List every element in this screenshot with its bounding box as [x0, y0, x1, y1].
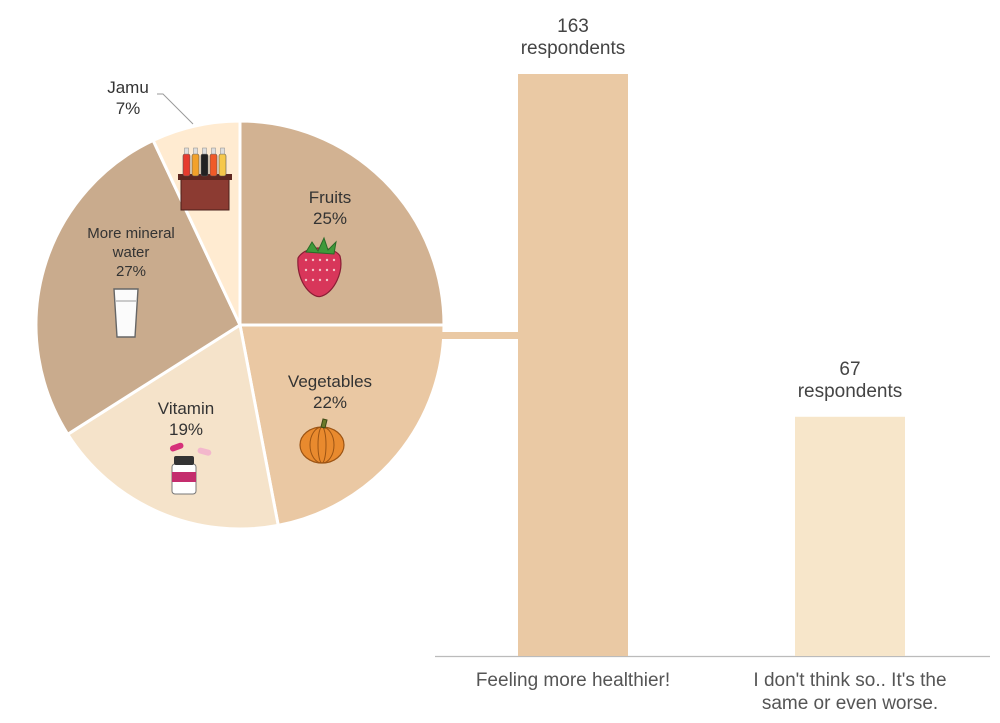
- pie-label-mineral_water: More mineral water 27%: [87, 225, 175, 338]
- pie-pct-jamu: 7%: [116, 99, 141, 118]
- pill-bottle-icon: [169, 442, 212, 495]
- pie-chart: Fruits 25% Vegetables 22% Vitamin 19% More min…: [34, 78, 446, 531]
- bar-1: [795, 416, 905, 656]
- pie-name-fruits: Fruits: [309, 188, 352, 207]
- bar-value-label-1-1: respondents: [798, 381, 903, 402]
- pie-slice-vitamin: [65, 322, 280, 531]
- pie-slice-mineral_water: [34, 138, 242, 437]
- bar-category-label-0-0: Feeling more healthier!: [476, 670, 670, 691]
- strawberry-icon: [297, 236, 342, 298]
- jamu-leader-line: [157, 93, 194, 125]
- pie-pct-vitamin: 19%: [169, 420, 203, 439]
- pie-bar-connector: [440, 332, 518, 339]
- water-glass-icon: [113, 288, 139, 338]
- pie-label-fruits: Fruits 25%: [297, 188, 352, 298]
- pie-name-vegetables: Vegetables: [288, 372, 372, 391]
- pie-name-vitamin: Vitamin: [158, 399, 214, 418]
- bar-category-label-1-0: I don't think so.. It's the: [753, 670, 946, 691]
- pie-slice-fruits: [238, 119, 446, 327]
- pumpkin-icon: [299, 418, 345, 464]
- jamu-bottles-icon: [178, 147, 232, 211]
- pie-pct-fruits: 25%: [313, 209, 347, 228]
- pie-pct-mineral_water: 27%: [116, 263, 146, 280]
- pie-name-jamu: Jamu: [107, 78, 149, 97]
- bar-value-label-0-0: 163: [557, 16, 589, 37]
- bar-value-label-1-0: 67: [839, 359, 860, 380]
- bar-value-label-0-1: respondents: [521, 38, 626, 59]
- bar-category-label-1-1: same or even worse.: [762, 693, 938, 714]
- bar-0: [518, 74, 628, 656]
- pie-label-jamu: Jamu 7%: [107, 78, 232, 211]
- pie-slice-vegetables: [238, 323, 446, 528]
- pie-name-mineral_water-0: More mineral: [87, 225, 175, 242]
- pie-pct-vegetables: 22%: [313, 393, 347, 412]
- pie-label-vegetables: Vegetables 22%: [288, 372, 372, 464]
- pie-slice-jamu: [151, 119, 242, 326]
- pie-name-mineral_water-1: water: [112, 244, 150, 261]
- connector-strip: [440, 332, 518, 339]
- pie-label-vitamin: Vitamin 19%: [158, 399, 214, 495]
